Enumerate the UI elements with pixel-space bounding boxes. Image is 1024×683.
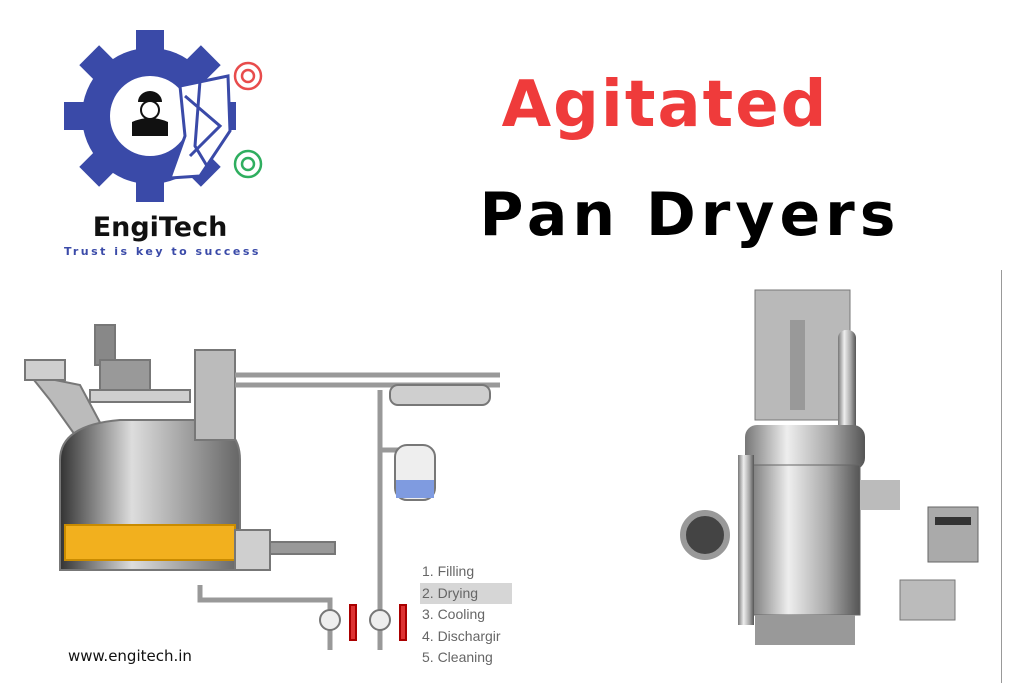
step-discharging: 4. Dischargir <box>422 627 501 644</box>
blue-gear-icon <box>64 30 236 202</box>
title-line-1: Agitated <box>501 68 829 142</box>
brand-name: EngiTech <box>92 212 228 243</box>
divider-line <box>1001 270 1002 683</box>
pan-dryer-machine-image <box>680 289 979 645</box>
process-steps-list: 1. Filling 2. Drying 3. Cooling 4. Disch… <box>420 561 512 669</box>
green-gear-icon <box>233 149 263 179</box>
website-link[interactable]: www.engitech.in <box>68 647 192 665</box>
process-diagram <box>24 324 500 650</box>
step-drying: 2. Drying <box>420 582 512 604</box>
step-cooling: 3. Cooling <box>422 606 486 622</box>
title-line-2: Pan Dryers <box>479 180 901 250</box>
engineer-icon <box>132 91 168 136</box>
brand-tagline: Trust is key to success <box>64 245 261 258</box>
engitech-logo <box>64 30 263 202</box>
step-cleaning: 5. Cleaning <box>422 649 493 665</box>
step-filling: 1. Filling <box>422 563 475 579</box>
red-gear-icon <box>233 61 263 91</box>
